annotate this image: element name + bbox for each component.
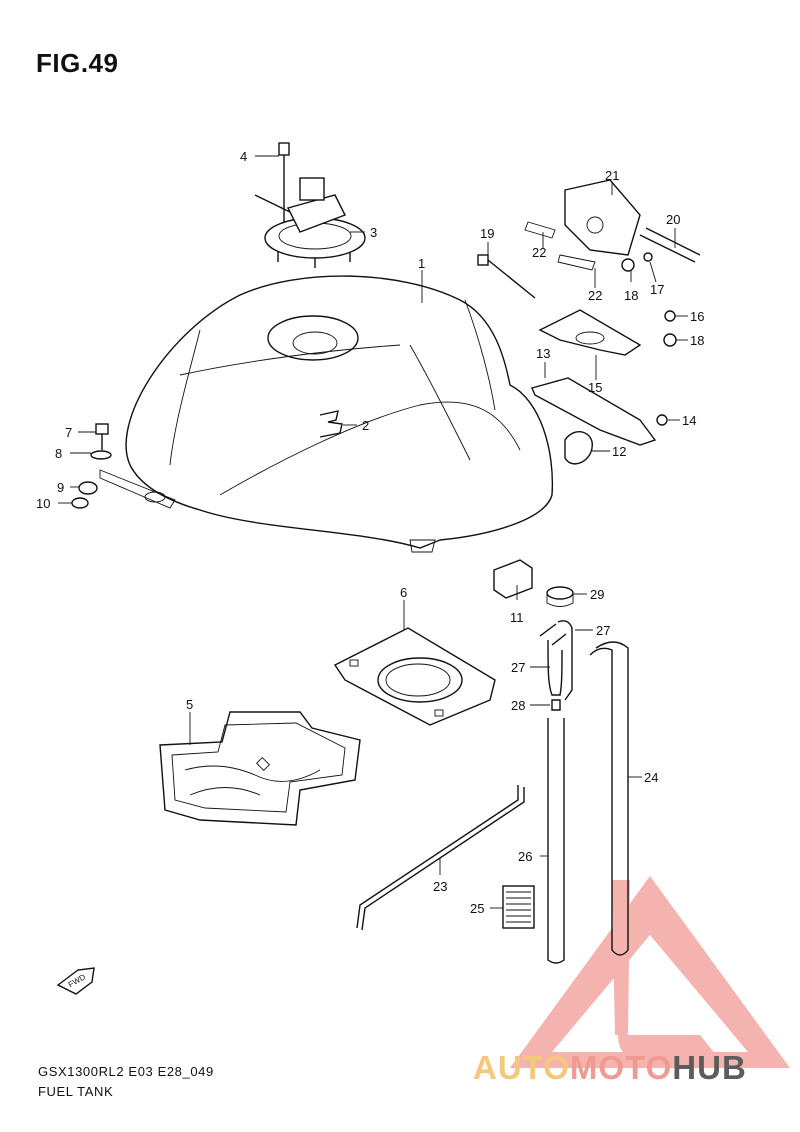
small-parts-11-29: [493, 559, 574, 607]
drain-rod: [356, 785, 525, 931]
callout-19: 19: [480, 226, 494, 241]
callout-17: 17: [650, 282, 664, 297]
callout-16: 16: [690, 309, 704, 324]
callout-11: 11: [510, 610, 524, 625]
callout-7: 7: [65, 425, 72, 440]
callout-9: 9: [57, 480, 64, 495]
callout-labels: 1 2 3 4 5 6 7 8 9 10 11 12 13 14 15 16 1…: [36, 149, 704, 916]
callout-25: 25: [470, 901, 484, 916]
watermark-brand: AUTOMOTOHUB: [473, 1049, 747, 1087]
brand-hub: HUB: [672, 1049, 747, 1086]
callout-18-upper: 18: [624, 288, 638, 303]
callout-6: 6: [400, 585, 407, 600]
brand-moto: MOTO: [569, 1049, 673, 1086]
callout-15: 15: [588, 380, 602, 395]
callout-27-left: 27: [511, 660, 525, 675]
callout-23: 23: [433, 879, 447, 894]
callout-12: 12: [612, 444, 626, 459]
callout-22-upper: 22: [532, 245, 546, 260]
watermark-logo-icon: [510, 876, 790, 1068]
callout-3: 3: [370, 225, 377, 240]
callout-1: 1: [418, 256, 425, 271]
fuel-tank: [99, 275, 554, 553]
callout-21: 21: [605, 168, 619, 183]
callout-14: 14: [682, 413, 696, 428]
callout-18-lower: 18: [690, 333, 704, 348]
callout-13: 13: [536, 346, 550, 361]
label-sheet: [502, 885, 535, 929]
callout-10: 10: [36, 496, 50, 511]
footer-model-code: GSX1300RL2 E03 E28_049: [38, 1064, 214, 1079]
callout-28: 28: [511, 698, 525, 713]
callout-8: 8: [55, 446, 62, 461]
fuel-hoses: [539, 620, 629, 964]
footer-part-name: FUEL TANK: [38, 1084, 114, 1099]
callout-20: 20: [666, 212, 680, 227]
tank-plate: [333, 627, 496, 726]
tank-emblem: [319, 410, 343, 438]
callout-22-lower: 22: [588, 288, 602, 303]
leader-lines: [58, 155, 688, 909]
brand-auto: AUTO: [473, 1049, 570, 1086]
figure-title: FIG.49: [36, 48, 119, 78]
callout-29: 29: [590, 587, 604, 602]
callout-5: 5: [186, 697, 193, 712]
callout-24: 24: [644, 770, 658, 785]
callout-27-right: 27: [596, 623, 610, 638]
fwd-arrow-icon: FWD: [56, 967, 95, 995]
callout-4: 4: [240, 149, 247, 164]
callout-2: 2: [362, 418, 369, 433]
callout-26: 26: [518, 849, 532, 864]
filler-cap-assembly: [254, 142, 366, 268]
front-mount-hardware: [71, 423, 112, 509]
heat-shield-pad: [159, 711, 361, 826]
rear-bracket-assembly: [477, 179, 701, 465]
